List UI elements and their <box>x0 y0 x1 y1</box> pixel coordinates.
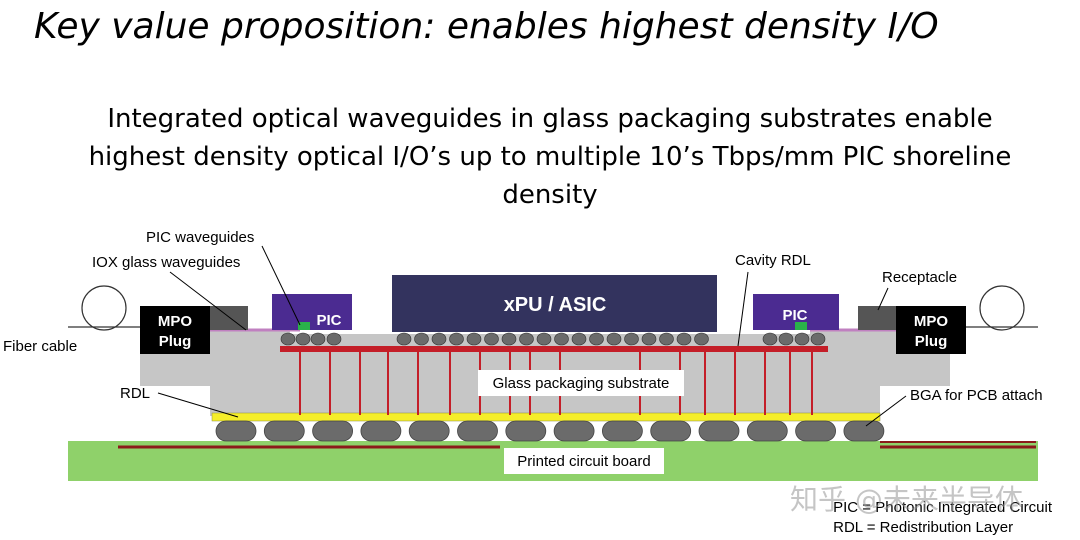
micro-bump <box>694 332 709 346</box>
micro-bump <box>501 332 517 346</box>
mpo-right-line1: MPO <box>914 313 949 330</box>
slide-title: Key value proposition: enables highest d… <box>34 6 939 47</box>
micro-bumps <box>280 332 826 346</box>
rdl-layer <box>211 412 881 422</box>
subtitle-line-1: Integrated optical waveguides in glass p… <box>107 104 993 134</box>
micro-bump <box>606 332 622 346</box>
pic-left-label: PIC <box>316 312 341 329</box>
legend-rdl: RDL = Redistribution Layer <box>833 519 1014 536</box>
bga-ball <box>457 420 498 442</box>
bga-ball <box>408 420 450 442</box>
pic-right-coupler <box>795 322 807 330</box>
micro-bump <box>295 332 311 346</box>
iox-waveguides-label: IOX glass waveguides <box>92 254 240 271</box>
micro-bump <box>762 332 778 346</box>
receptacle-leader <box>877 287 889 311</box>
top-redistribution <box>280 346 828 352</box>
micro-bump <box>659 332 674 346</box>
fiber-coil-left <box>81 285 127 331</box>
bga-ball <box>650 420 692 442</box>
bga-balls <box>215 420 885 442</box>
subtitle-line-2: highest density optical I/O’s up to mult… <box>88 142 1012 172</box>
bga-ball <box>795 420 836 442</box>
micro-bump <box>794 332 810 346</box>
pcb-label-box <box>504 448 664 474</box>
substrate-label: Glass packaging substrate <box>493 375 670 392</box>
micro-bump <box>589 332 604 346</box>
bga-ball <box>215 420 257 442</box>
rdl-leader <box>157 392 239 418</box>
bga-ball <box>843 420 885 442</box>
bga-ball <box>698 420 740 442</box>
pcb-label: Printed circuit board <box>517 453 650 470</box>
bga-ball <box>505 420 547 442</box>
bga-ball <box>602 420 643 442</box>
micro-bump <box>396 332 412 346</box>
micro-bump <box>431 332 447 346</box>
micro-bump <box>778 332 794 346</box>
subtitle-line-3: density <box>502 180 598 210</box>
micro-bump <box>571 332 587 346</box>
micro-bump <box>536 332 552 346</box>
bga-label: BGA for PCB attach <box>910 387 1043 404</box>
bga-ball <box>360 420 402 442</box>
bga-ball <box>746 420 788 442</box>
mpo-left-line1: MPO <box>158 313 193 330</box>
pic-left-die <box>272 294 352 330</box>
cavity-rdl-label: Cavity RDL <box>735 252 811 269</box>
pic-left-coupler <box>298 322 310 330</box>
bga-ball <box>312 420 354 442</box>
slide-subtitle: Integrated optical waveguides in glass p… <box>60 100 1040 214</box>
mpo-left-line2: Plug <box>159 333 192 350</box>
micro-bump <box>624 332 639 346</box>
micro-bump <box>810 332 826 346</box>
pic-waveguides-label: PIC waveguides <box>146 229 254 246</box>
fiber-coil-right <box>979 285 1025 331</box>
rdl-label: RDL <box>120 385 150 402</box>
pic-waveguides-leader <box>261 245 301 326</box>
receptacle-label: Receptacle <box>882 269 957 286</box>
micro-bump <box>449 332 464 346</box>
micro-bump <box>641 332 657 346</box>
legend-pic: PIC = Photonic Integrated Circuit <box>833 499 1052 516</box>
mpo-plug-left <box>140 306 210 354</box>
xpu-asic-label: xPU / ASIC <box>504 294 607 316</box>
micro-bump <box>466 332 482 346</box>
micro-bump <box>414 332 429 346</box>
substrate-label-box <box>478 370 684 396</box>
micro-bump <box>310 332 326 346</box>
micro-bump <box>554 332 569 346</box>
left-step <box>210 330 290 338</box>
micro-bump <box>326 332 342 346</box>
watermark: 知乎 @未来半导体 <box>790 483 1023 516</box>
bga-ball <box>553 420 595 442</box>
bga-leader <box>865 395 907 427</box>
legend: PIC = Photonic Integrated Circuit RDL = … <box>833 498 1052 538</box>
micro-bump <box>519 332 534 346</box>
mpo-plug-right <box>896 306 966 354</box>
mpo-right-line2: Plug <box>915 333 948 350</box>
cavity-rdl-leader <box>737 271 749 347</box>
bga-ball <box>263 420 305 442</box>
micro-bump <box>484 332 499 346</box>
micro-bump <box>676 332 692 346</box>
pic-right-label: PIC <box>782 307 807 324</box>
iox-waveguides-leader <box>169 271 247 331</box>
micro-bump <box>280 332 296 346</box>
xpu-asic-die <box>392 275 717 332</box>
fiber-cable-label: Fiber cable <box>3 338 77 355</box>
